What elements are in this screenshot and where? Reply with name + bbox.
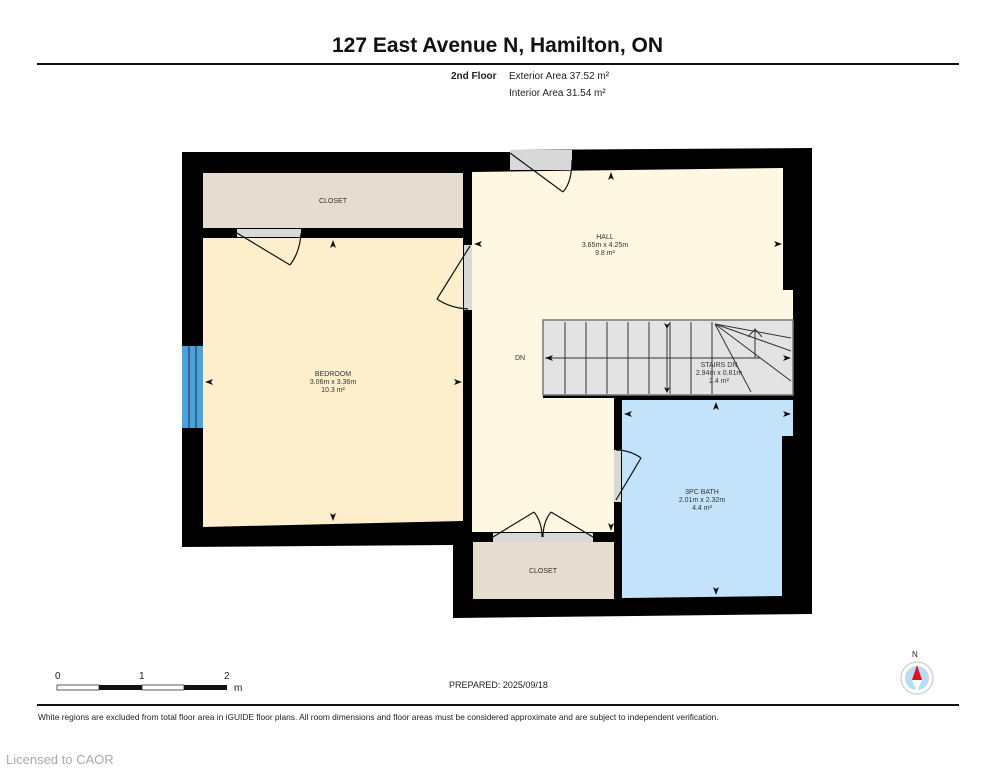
dims-hall: 3.65m x 4.25m (582, 242, 628, 249)
scale-tick-0: 0 (55, 671, 61, 682)
label-bedroom: BEDROOM (315, 371, 351, 378)
scale-tick-2: 2 (224, 671, 230, 682)
exterior-area: Exterior Area 37.52 m² (509, 71, 610, 82)
compass-north-label: N (912, 650, 918, 659)
dims-bedroom: 3.06m x 3.36m (310, 379, 356, 386)
area-hall: 9.8 m² (595, 250, 616, 257)
floor-label: 2nd Floor (451, 71, 497, 82)
door-opening-bedroom-hall (464, 245, 472, 310)
label-hall: HALL (596, 234, 614, 241)
page-title: 127 East Avenue N, Hamilton, ON (331, 34, 664, 57)
room-closet-top (203, 173, 463, 228)
scale-tick-1: 1 (139, 671, 145, 682)
scale-unit: m (234, 683, 243, 694)
dimension-arrows (205, 172, 791, 595)
door-opening-closet-bottom (493, 533, 593, 542)
door-opening-closet-top (237, 229, 301, 237)
door-swings (236, 152, 642, 538)
license-watermark: Licensed to CAOR (6, 752, 114, 767)
area-stairs: 2.4 m² (709, 378, 730, 385)
label-closet-top: CLOSET (319, 198, 348, 205)
header-divider (37, 63, 959, 65)
compass-icon (900, 661, 934, 695)
prepared-date: PREPARED: 2025/09/18 (449, 680, 548, 690)
footer-divider (37, 704, 959, 706)
area-bath: 4.4 m² (692, 505, 713, 512)
room-hall (472, 168, 793, 532)
label-stairs: STAIRS DN (701, 362, 738, 369)
disclaimer: White regions are excluded from total fl… (38, 712, 719, 722)
dims-bath: 2.01m x 2.32m (679, 497, 725, 504)
dims-stairs: 2.94m x 0.81m (696, 370, 742, 377)
label-dn: DN (515, 355, 525, 362)
area-bedroom: 10.3 m² (321, 387, 345, 394)
label-closet-bottom: CLOSET (529, 568, 558, 575)
window (182, 346, 203, 428)
room-bath (622, 400, 793, 598)
scale-bar (56, 684, 227, 691)
door-opening-bath (614, 450, 621, 502)
room-bedroom (203, 238, 463, 527)
room-closet-bottom (473, 542, 614, 599)
label-bath: 3PC BATH (685, 489, 719, 496)
interior-area: Interior Area 31.54 m² (509, 88, 606, 99)
stair-treads (545, 322, 792, 394)
